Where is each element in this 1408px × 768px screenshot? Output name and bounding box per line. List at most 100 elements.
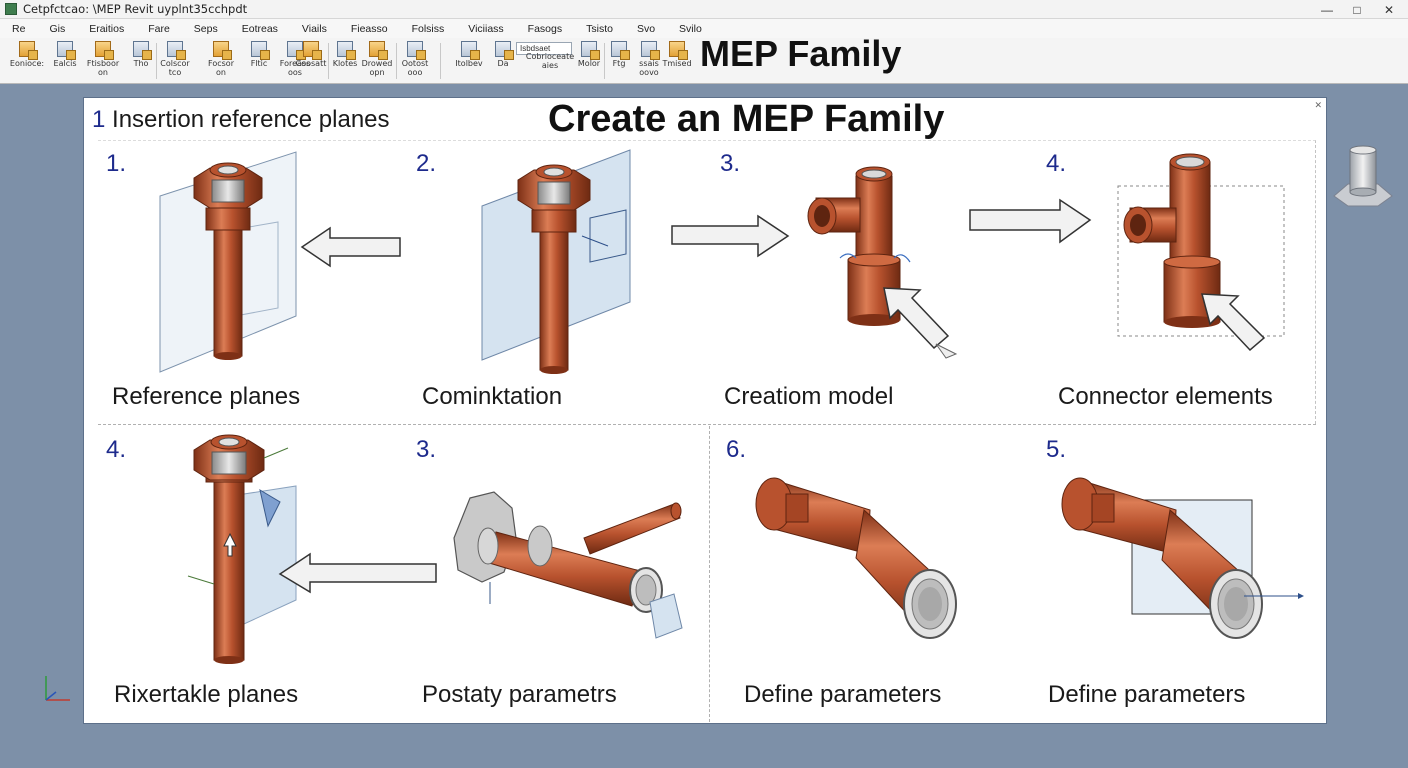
step-3-illustration [807, 166, 1092, 359]
ribbon-field[interactable]: Isbdsaet [516, 42, 572, 55]
step-number: 1. [106, 150, 127, 177]
ribbon-button-10[interactable]: Klotes [326, 40, 364, 82]
menu-item[interactable]: Eotreas [241, 22, 278, 35]
ribbon-separator [440, 43, 441, 79]
menu-item[interactable]: Re [12, 22, 26, 35]
ribbon-button-16[interactable]: Molor [570, 40, 608, 82]
menu-item[interactable]: Svo [636, 22, 656, 35]
top-row-frame [98, 140, 1316, 424]
menu-item[interactable]: Svilo [679, 22, 702, 35]
panel-title: Create an MEP Family [548, 98, 945, 140]
menu-item[interactable]: Fasogs [527, 22, 563, 35]
step-caption: Define parameters [1048, 681, 1246, 708]
window-title: Cetpfctcao: \MEP Revit uyplnt35cchpdt [23, 2, 248, 16]
ribbon-title: MEP Family [700, 33, 902, 74]
ribbon-separator [156, 43, 157, 79]
column-divider [709, 426, 710, 722]
ribbon-button-13[interactable]: Itolbev [450, 40, 488, 82]
step-number: 6. [726, 436, 747, 463]
tool-icon [303, 41, 322, 60]
step-number: 3. [416, 436, 437, 463]
tool-icon [167, 41, 186, 60]
ribbon-button-2[interactable]: Ealcis [46, 40, 84, 82]
tool-icon [213, 41, 232, 60]
title-bar: Cetpfctcao: \MEP Revit uyplnt35cchpdt — … [0, 0, 1408, 19]
close-button[interactable]: ✕ [1383, 2, 1395, 17]
ribbon-separator [396, 43, 397, 79]
step-caption: Define parameters [744, 681, 942, 708]
ribbon-button-14[interactable]: Da [484, 40, 522, 82]
tool-icon [669, 41, 688, 60]
tool-icon [581, 41, 600, 60]
step-caption: Postaty parametrs [422, 681, 617, 708]
axis-icon [45, 676, 70, 701]
tool-icon [461, 41, 480, 60]
menu-item[interactable]: Eraitios [89, 22, 125, 35]
ribbon-separator [328, 43, 329, 79]
illustration-canvas [159, 149, 1304, 664]
tool-icon [611, 41, 630, 60]
menu-item[interactable]: Viciiass [468, 22, 504, 35]
step-5-illustration [187, 434, 437, 664]
menu-item[interactable]: Viails [301, 22, 327, 35]
step-number: 5. [1046, 436, 1067, 463]
tool-icon [287, 41, 306, 60]
ribbon-button-4[interactable]: Tho [122, 40, 160, 82]
ribbon-separator [604, 43, 605, 79]
ribbon-button-9[interactable]: Coosatt [292, 40, 330, 82]
menu-item[interactable]: Fieasso [350, 22, 388, 35]
section-header: 1 Insertion reference planes [92, 106, 390, 133]
step-number: 4. [1046, 150, 1067, 177]
tool-icon [407, 41, 426, 60]
step-caption: Creatiom model [724, 383, 894, 410]
tool-icon [133, 41, 152, 60]
step-caption: Rixertakle planes [114, 681, 299, 708]
tool-icon [641, 41, 660, 60]
tool-icon [337, 41, 356, 60]
tool-icon [251, 41, 270, 60]
step-1-illustration [159, 151, 401, 373]
tutorial-panel: ✕ [83, 97, 1327, 724]
app-icon[interactable] [5, 3, 17, 15]
menu-item[interactable]: Seps [193, 22, 218, 35]
step-2-illustration [481, 149, 790, 374]
ribbon-button-7[interactable]: Fltic [240, 40, 278, 82]
menu-item[interactable]: Fare [148, 22, 170, 35]
tool-icon [369, 41, 388, 60]
ribbon-button-17[interactable]: Ftg [600, 40, 638, 82]
tool-icon [19, 41, 38, 60]
menu-item[interactable]: Gis [49, 22, 66, 35]
step-8-illustration [1061, 477, 1304, 639]
step-caption: Connector elements [1058, 383, 1273, 410]
step-number: 2. [416, 150, 437, 177]
menu-item[interactable]: Folsiss [411, 22, 445, 35]
ribbon-button-19[interactable]: Tmised [658, 40, 696, 82]
close-icon[interactable]: ✕ [1314, 100, 1322, 110]
step-7-illustration [755, 477, 957, 639]
tool-icon [95, 41, 114, 60]
step-6-illustration [453, 491, 683, 639]
tool-icon [57, 41, 76, 60]
row-divider [98, 424, 1316, 425]
menu-item[interactable]: Tsisto [586, 22, 613, 35]
step-number: 3. [720, 150, 741, 177]
menu-bar: Re Gis Eraitios Fare Seps Eotreas Viails… [0, 19, 1408, 38]
viewcube-icon[interactable] [1328, 140, 1398, 212]
maximize-button[interactable]: □ [1353, 2, 1361, 17]
step-caption: Cominktation [422, 383, 563, 410]
minimize-button[interactable]: — [1321, 2, 1333, 17]
ribbon-button-1[interactable]: Eonioce: [8, 40, 46, 82]
tool-icon [495, 41, 514, 60]
step-caption: Reference planes [112, 383, 301, 410]
step-4-illustration [1117, 153, 1285, 352]
step-number: 4. [106, 436, 127, 463]
